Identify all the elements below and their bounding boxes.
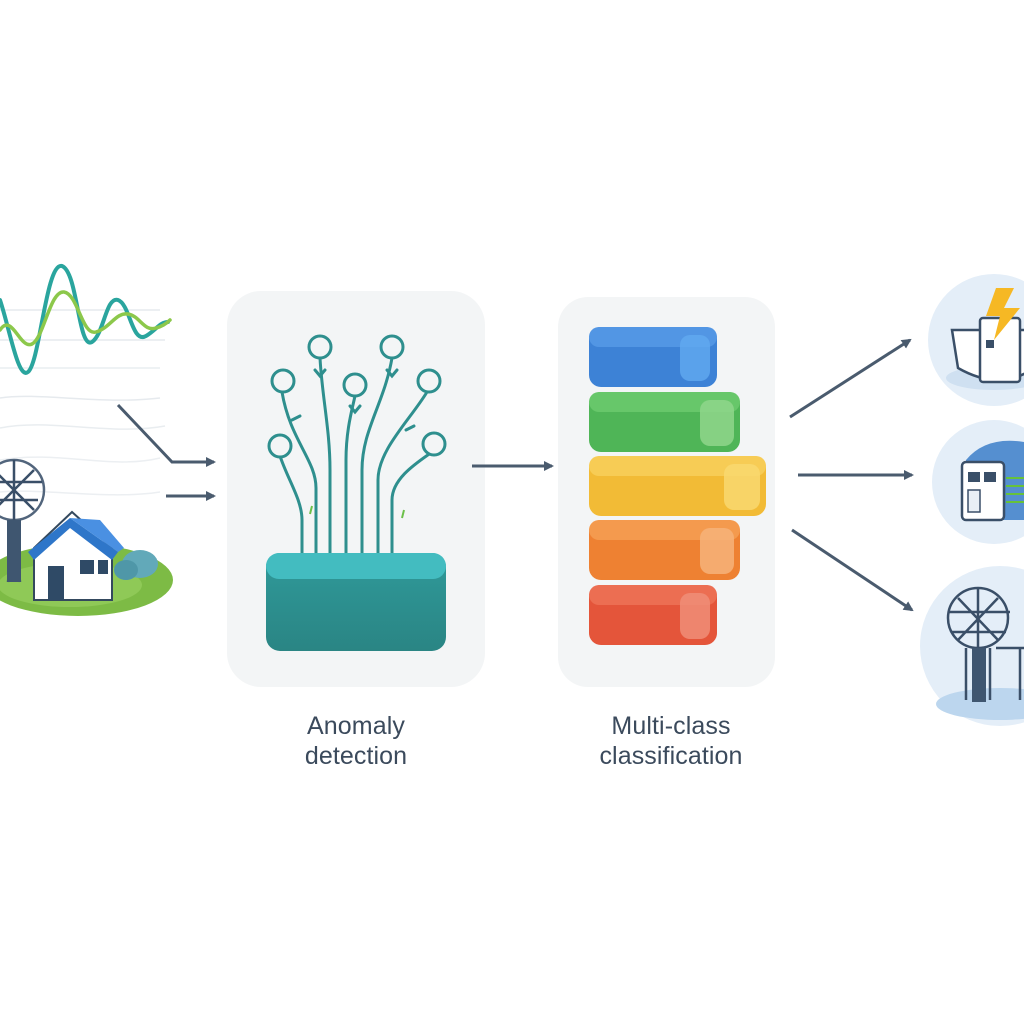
anomaly-detection-label-line1: Anomaly <box>307 712 405 740</box>
power-tower-house-icon <box>0 458 173 616</box>
neural-tree-icon <box>267 334 447 558</box>
classification-label: Multi-class classification <box>566 711 776 771</box>
classification-label-line2: classification <box>599 742 743 770</box>
class-bar-4 <box>589 520 740 580</box>
power-surge-icon <box>928 274 1024 406</box>
class-bars <box>589 327 766 645</box>
anomaly-detection-label: Anomaly detection <box>266 711 446 771</box>
output-arrow-top <box>789 338 912 419</box>
output-arrow-bottom <box>791 528 914 612</box>
class-bar-1 <box>589 327 717 387</box>
transmission-tower-icon <box>920 566 1024 726</box>
anomaly-detection-label-line2: detection <box>304 742 408 770</box>
model-base-block <box>266 553 446 651</box>
sparkle-icon <box>309 505 405 519</box>
classification-label-line1: Multi-class <box>611 712 731 740</box>
control-cabinet-icon <box>932 420 1024 544</box>
input-arrow-top <box>116 403 216 467</box>
class-bar-5 <box>589 585 717 645</box>
waveform-icon <box>0 264 172 496</box>
class-bar-2 <box>589 392 740 452</box>
class-bar-3 <box>589 456 766 516</box>
